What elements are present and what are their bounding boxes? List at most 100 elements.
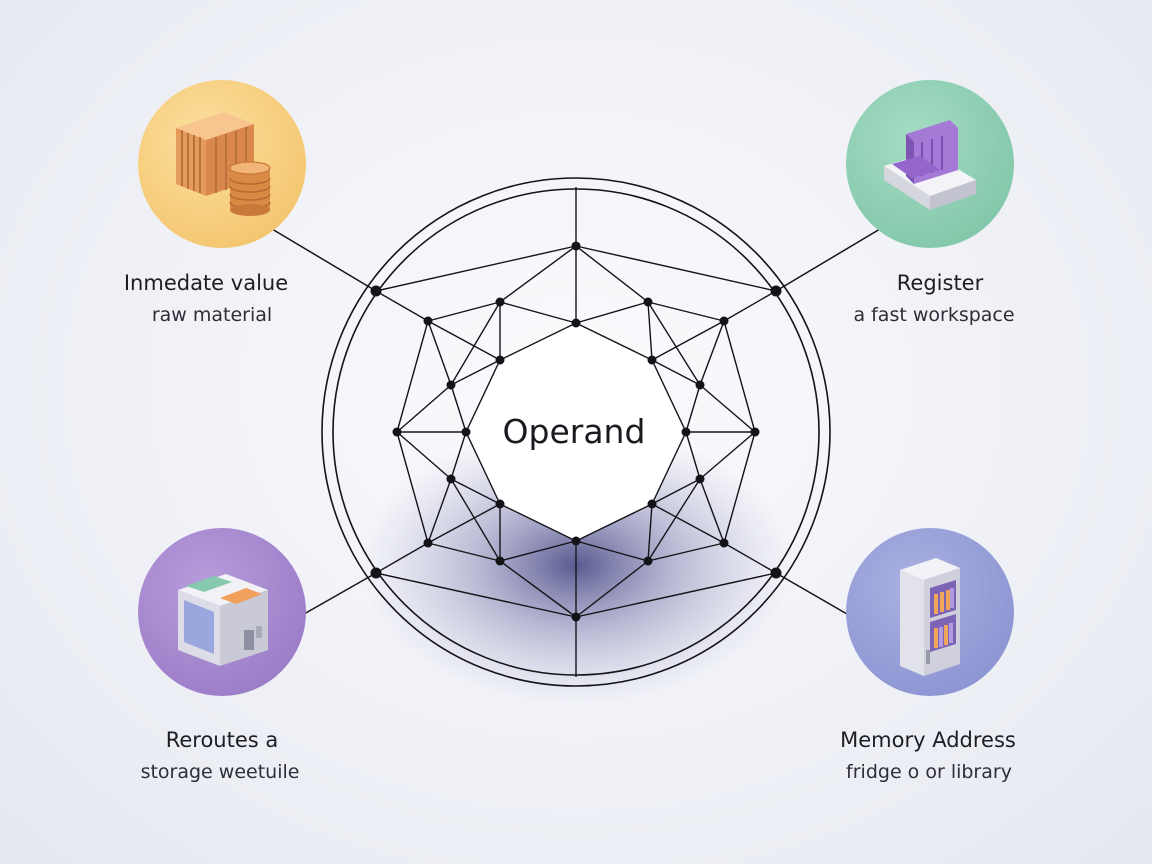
web-edge	[575, 301, 649, 324]
register-subtitle: a fast workspace	[853, 304, 1014, 326]
web-edge	[699, 320, 725, 386]
web-edge	[685, 384, 701, 433]
web-nodes	[370, 241, 782, 622]
web-edge	[375, 245, 577, 292]
web-node	[695, 474, 705, 484]
connector-memory	[775, 572, 848, 615]
rerouted-subtitle: storage weetuile	[141, 761, 300, 783]
web-edge	[723, 320, 756, 433]
web-edge	[427, 320, 452, 386]
web-node	[750, 427, 760, 437]
web-edge	[685, 431, 701, 480]
web-edge	[450, 301, 501, 386]
web-node	[423, 538, 433, 548]
web-edge	[723, 290, 777, 322]
center-label: Operand	[503, 412, 646, 451]
web-edge	[647, 301, 725, 322]
web-node	[446, 474, 456, 484]
memory-subtitle: fridge o or library	[846, 761, 1012, 783]
web-node	[495, 499, 505, 509]
web-edge	[575, 560, 649, 618]
web-node	[495, 556, 505, 566]
web-edge	[499, 540, 577, 562]
web-node	[571, 536, 581, 546]
web-edge	[450, 359, 501, 386]
web-edge	[651, 503, 725, 544]
web-edge	[647, 301, 653, 361]
immediate-subtitle: raw material	[152, 304, 272, 326]
web-node	[770, 285, 782, 297]
web-node	[719, 538, 729, 548]
web-edge	[575, 540, 649, 562]
connector-rerouted	[303, 572, 377, 615]
web-edge	[427, 301, 501, 322]
web-lines	[375, 187, 777, 677]
web-edge	[450, 431, 467, 480]
web-node	[681, 427, 691, 437]
web-edge	[651, 478, 701, 505]
storage-box-icon	[178, 574, 268, 666]
web-node	[571, 612, 581, 622]
connector-register	[775, 228, 881, 292]
web-edge	[450, 384, 467, 433]
web-edge	[427, 478, 452, 544]
web-node	[571, 241, 581, 251]
web-node	[571, 318, 581, 328]
web-edge	[396, 431, 452, 480]
web-node	[495, 355, 505, 365]
web-edge	[723, 431, 756, 544]
web-edge	[723, 542, 777, 574]
web-edge	[396, 431, 429, 544]
web-edge	[699, 431, 756, 480]
fridge-bookshelf-icon	[900, 558, 960, 676]
web-edge	[375, 542, 429, 574]
web-edge	[396, 320, 429, 433]
rerouted-title: Reroutes a	[166, 728, 279, 752]
topic-immediate: Inmedate value raw material	[124, 80, 306, 326]
web-edge	[647, 301, 701, 386]
web-edge	[375, 572, 577, 618]
web-node	[495, 297, 505, 307]
web-node	[370, 567, 382, 579]
topic-memory: Memory Address fridge o or library	[840, 528, 1016, 783]
topic-register: Register a fast workspace	[846, 80, 1015, 326]
web-node	[770, 567, 782, 579]
web-edge	[450, 478, 501, 505]
web-node	[446, 380, 456, 390]
workbench-icon	[884, 120, 976, 210]
web-edge	[647, 542, 725, 562]
web-edge	[396, 384, 452, 433]
memory-title: Memory Address	[840, 728, 1016, 752]
web-edge	[375, 290, 429, 322]
web-node	[643, 297, 653, 307]
web-edge	[499, 301, 577, 324]
web-edge	[427, 542, 501, 562]
web-edge	[575, 245, 777, 292]
web-edge	[575, 572, 777, 618]
web-edge	[699, 478, 725, 544]
web-edge	[427, 503, 501, 544]
immediate-title: Inmedate value	[124, 271, 288, 295]
web-edge	[651, 320, 725, 361]
register-title: Register	[897, 271, 984, 295]
web-node	[719, 316, 729, 326]
topic-rerouted: Reroutes a storage weetuile	[138, 528, 306, 783]
web-node	[647, 499, 657, 509]
web-edge	[647, 503, 653, 562]
web-node	[647, 355, 657, 365]
web-edge	[450, 478, 501, 562]
web-node	[370, 285, 382, 297]
web-node	[423, 316, 433, 326]
web-edge	[427, 320, 501, 361]
web-node	[695, 380, 705, 390]
web-edge	[499, 560, 577, 618]
web-edge	[651, 359, 701, 386]
web-node	[643, 556, 653, 566]
web-node	[392, 427, 402, 437]
connector-immediate	[271, 228, 377, 292]
connector-lines	[271, 228, 881, 615]
web-edge	[647, 478, 701, 562]
outer-ring	[321, 177, 831, 687]
stacked-blocks-and-coins-icon	[176, 112, 271, 216]
